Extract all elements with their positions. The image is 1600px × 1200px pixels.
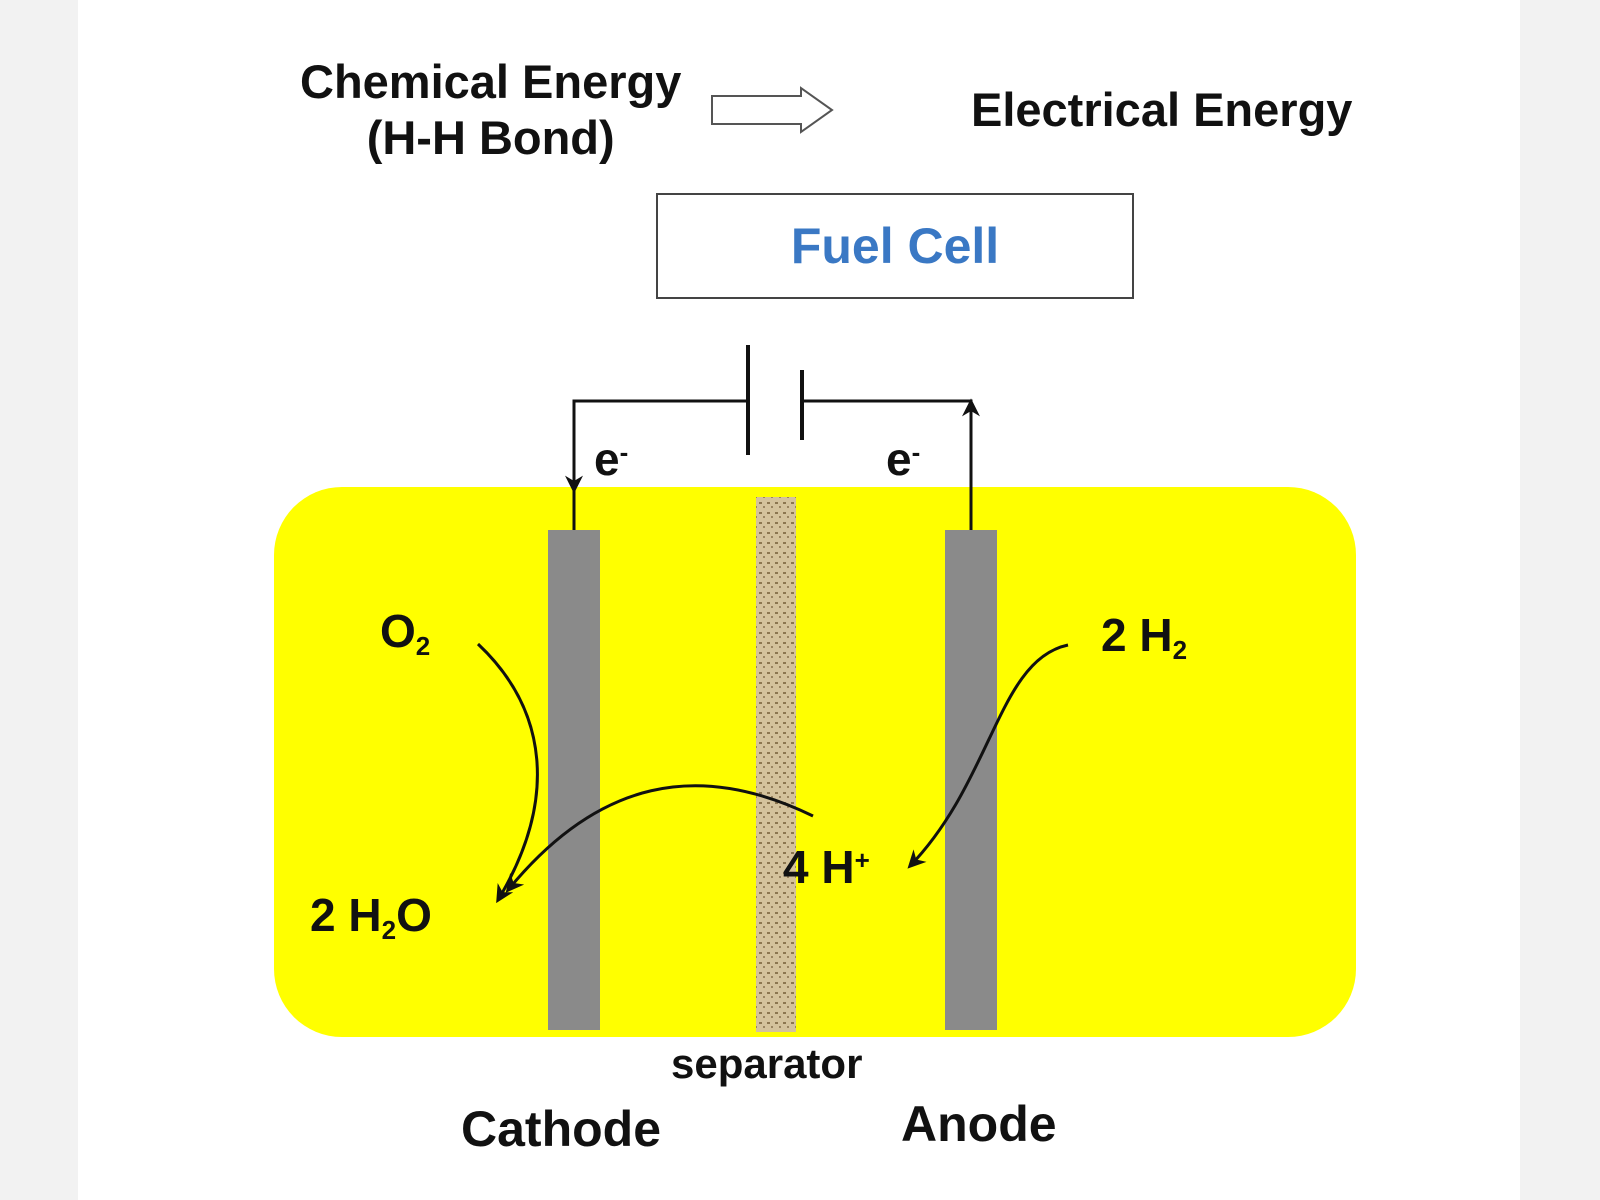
electrical-energy-label: Electrical Energy bbox=[971, 83, 1353, 136]
separator-membrane bbox=[756, 497, 796, 1032]
proton-label: 4 H+ bbox=[783, 841, 870, 893]
fuel-cell-title: Fuel Cell bbox=[790, 218, 1000, 274]
chemical-energy-label: Chemical Energy (H-H Bond) bbox=[300, 54, 681, 166]
water-label: 2 H2O bbox=[310, 889, 432, 945]
anode-label: Anode bbox=[901, 1096, 1057, 1152]
chemical-energy-line2: (H-H Bond) bbox=[366, 111, 615, 164]
hydrogen-to-proton-arrow bbox=[907, 643, 1069, 869]
cathode-electrode bbox=[548, 530, 600, 1030]
fuel-cell-box: Fuel Cell bbox=[656, 193, 1134, 299]
proton-to-water-arrow bbox=[505, 784, 814, 893]
electrolyte-bath bbox=[274, 487, 1356, 1037]
cathode-label: Cathode bbox=[461, 1101, 661, 1157]
diagram-canvas: Chemical Energy (H-H Bond) Electrical En… bbox=[78, 0, 1520, 1200]
o2-to-water-arrow bbox=[476, 642, 539, 904]
anode-electrode bbox=[945, 530, 997, 1030]
fuel-cell-diagram bbox=[274, 86, 1356, 1037]
oxygen-label: O2 bbox=[380, 605, 431, 661]
electron-label-cathode: e- bbox=[594, 433, 629, 485]
chemical-energy-line1: Chemical Energy bbox=[300, 55, 682, 108]
electron-label-anode: e- bbox=[886, 433, 921, 485]
hydrogen-label: 2 H2 bbox=[1101, 609, 1188, 665]
separator-label: separator bbox=[671, 1040, 863, 1087]
conversion-arrow-icon bbox=[711, 86, 834, 134]
